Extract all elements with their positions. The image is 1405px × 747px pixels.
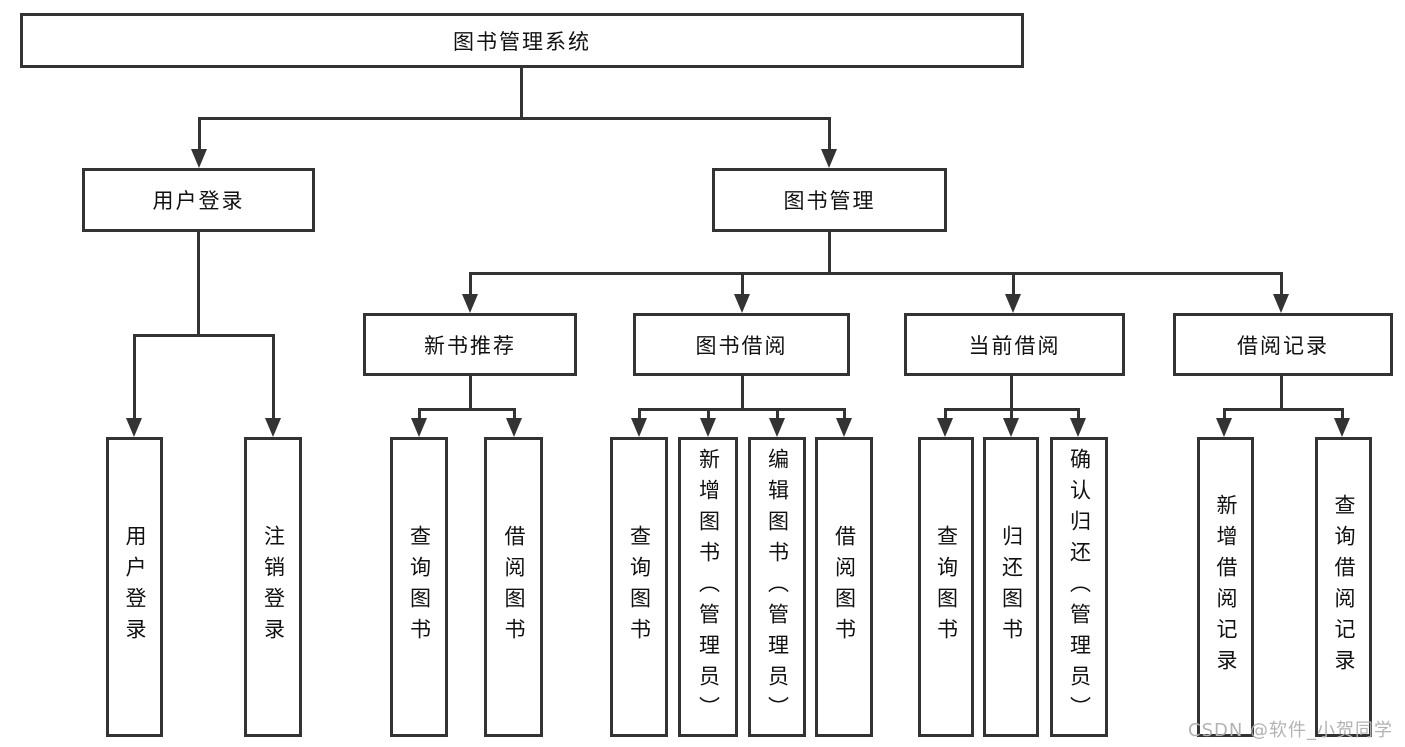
arrow-down-icon [506,418,522,437]
connector-level3-bar [470,272,1283,275]
leaf-user-login-label: 用户登录 [123,525,147,649]
connector-group-bar [1224,408,1343,411]
arrow-down-icon [265,418,281,437]
leaf-query-books-borrowing: 查询图书 [610,437,668,737]
leaf-query-books-borrowing-label: 查询图书 [627,525,652,649]
connector-group-bar [419,408,515,411]
leaf-add-borrow-record-label: 新增借阅记录 [1214,494,1238,680]
connector-arrow-shaft [1010,408,1013,421]
leaf-query-books-current: 查询图书 [918,437,974,737]
connector-arrow-shaft [1280,272,1283,296]
leaf-add-borrow-record: 新增借阅记录 [1197,437,1254,737]
connector-arrow-shaft [944,408,947,421]
connector-arrow-shaft [707,408,710,421]
connector-arrow-shaft [776,408,779,421]
arrow-down-icon [411,418,427,437]
node-new-book-recommend: 新书推荐 [363,313,577,376]
connector-arrow-shaft [1012,272,1015,296]
node-borrowing-records: 借阅记录 [1173,313,1393,376]
node-root: 图书管理系统 [20,13,1024,68]
leaf-logout-label: 注销登录 [261,525,286,649]
arrow-down-icon [631,418,647,437]
arrow-down-icon [191,149,207,168]
node-book-borrowing-label: 图书借阅 [695,333,788,358]
leaf-query-borrow-record: 查询借阅记录 [1315,437,1372,737]
node-current-borrowing-label: 当前借阅 [968,333,1061,358]
connector-arrow-shaft [513,408,516,421]
node-user-login-label: 用户登录 [152,189,245,213]
leaf-edit-book-admin: 编辑图书（管理员） [748,437,806,737]
leaf-return-book: 归还图书 [983,437,1039,737]
csdn-watermark: CSDN @软件_小贺同学 [1188,720,1394,741]
node-root-label: 图书管理系统 [453,29,591,54]
node-user-login: 用户登录 [82,168,315,232]
arrow-down-icon [1005,294,1021,313]
arrow-down-icon [1070,418,1086,437]
leaf-edit-book-admin-label: 编辑图书（管理员） [765,447,790,727]
connector-arrow-shaft [843,408,846,421]
arrow-down-icon [937,418,953,437]
connector-arrow-shaft [272,334,275,419]
leaf-add-book-admin: 新增图书（管理员） [678,437,738,737]
leaf-confirm-return-admin: 确认归还（管理员） [1050,437,1108,737]
connector-arrow-shaft [1341,408,1344,421]
leaf-borrow-books-recommend-label: 借阅图书 [502,525,526,649]
node-book-management-label: 图书管理 [783,189,876,213]
arrow-down-icon [462,294,478,313]
connector-group-bar [639,408,845,411]
arrow-down-icon [1334,418,1350,437]
arrow-down-icon [734,294,750,313]
arrow-down-icon [769,418,785,437]
arrow-down-icon [1216,418,1232,437]
node-book-management: 图书管理 [712,168,947,232]
leaf-borrow-books-recommend: 借阅图书 [484,437,543,737]
leaf-query-books-current-label: 查询图书 [934,525,959,649]
leaf-user-login: 用户登录 [106,437,163,737]
connector-arrow-shaft [741,272,744,296]
connector-arrow-shaft [1223,408,1226,421]
connector-login-stem [197,232,200,337]
connector-group-stem [1280,376,1283,411]
arrow-down-icon [836,418,852,437]
leaf-query-borrow-record-label: 查询借阅记录 [1332,494,1356,680]
connector-group-stem [1010,376,1013,411]
leaf-query-books-recommend-label: 查询图书 [407,525,432,649]
arrow-down-icon [1003,418,1019,437]
node-book-borrowing: 图书借阅 [633,313,850,376]
connector-arrow-shaft [1077,408,1080,421]
connector-root-stem [520,67,523,120]
leaf-add-book-admin-label: 新增图书（管理员） [696,447,721,727]
node-current-borrowing: 当前借阅 [904,313,1125,376]
connector-mgmt-stem [828,232,831,275]
connector-login-bar [134,334,274,337]
node-new-book-recommend-label: 新书推荐 [424,333,516,358]
connector-arrow-shaft [638,408,641,421]
connector-arrow-shaft [133,334,136,419]
arrow-down-icon [700,418,716,437]
arrow-down-icon [821,149,837,168]
leaf-logout: 注销登录 [244,437,302,737]
connector-arrow-shaft [198,117,201,150]
arrow-down-icon [126,418,142,437]
leaf-query-books-recommend: 查询图书 [390,437,448,737]
connector-arrow-shaft [469,272,472,296]
connector-level2-bar [198,117,831,120]
connector-arrow-shaft [418,408,421,421]
connector-arrow-shaft [828,117,831,150]
connector-group-stem [741,376,744,411]
connector-group-stem [469,376,472,411]
node-borrowing-records-label: 借阅记录 [1237,333,1329,358]
leaf-return-book-label: 归还图书 [999,525,1024,649]
leaf-confirm-return-admin-label: 确认归还（管理员） [1067,447,1092,727]
leaf-borrow-books-borrowing: 借阅图书 [815,437,873,737]
arrow-down-icon [1273,294,1289,313]
leaf-borrow-books-borrowing-label: 借阅图书 [832,525,857,649]
